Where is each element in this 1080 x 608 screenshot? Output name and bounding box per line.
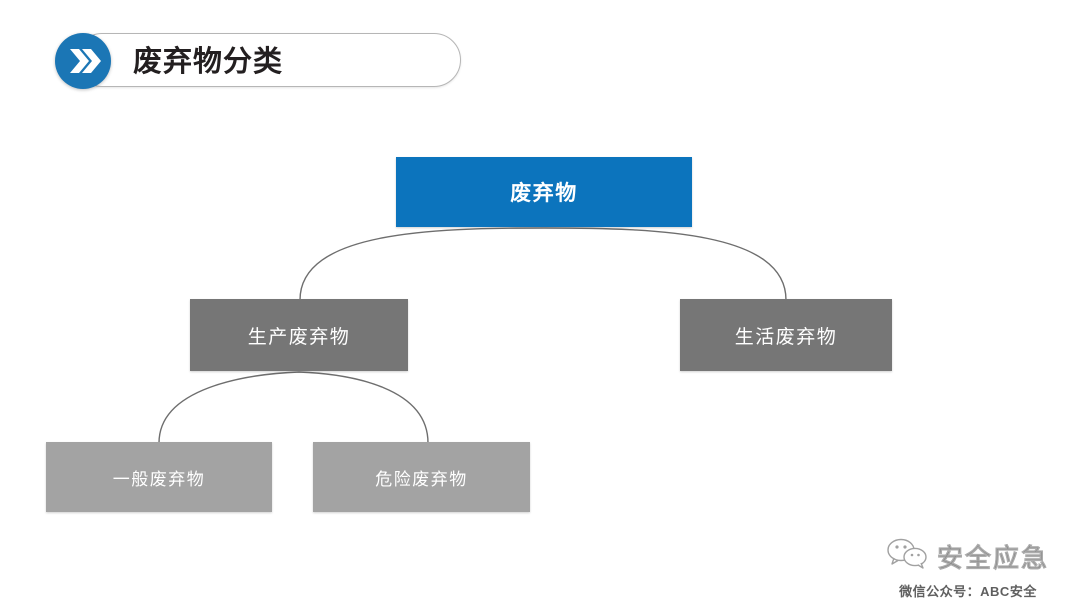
connector-production-to-level3 [158, 371, 429, 444]
tree-node-label: 一般废弃物 [112, 469, 206, 489]
tree-node-general-waste[interactable]: 一般废弃物 [46, 442, 272, 512]
footer-subtitle: 微信公众号：ABC安全 [899, 584, 1037, 599]
tree-node-label: 危险废弃物 [375, 469, 468, 489]
tree-node-label: 生活废弃物 [734, 326, 838, 348]
tree-node-hazardous-waste[interactable]: 危险废弃物 [313, 442, 530, 512]
tree-node-label: 废弃物 [510, 182, 578, 205]
tree-node-production-waste[interactable]: 生产废弃物 [190, 299, 408, 371]
page-title: 废弃物分类 [133, 44, 284, 78]
footer-watermark: 安全应急 微信公众号：ABC安全 [870, 534, 1066, 600]
tree-node-root[interactable]: 废弃物 [396, 157, 692, 227]
page-title-bar: 废弃物分类 [55, 33, 463, 89]
tree-node-domestic-waste[interactable]: 生活废弃物 [680, 299, 892, 371]
wechat-icon [887, 537, 929, 576]
footer-brand-text: 安全应急 [936, 543, 1049, 574]
tree-node-label: 生产废弃物 [247, 326, 351, 348]
title-pill-shape [75, 33, 461, 87]
footer-logo-row: 安全应急 [870, 534, 1066, 578]
connector-root-to-level2 [299, 227, 787, 301]
double-chevron-right-icon [55, 33, 111, 89]
